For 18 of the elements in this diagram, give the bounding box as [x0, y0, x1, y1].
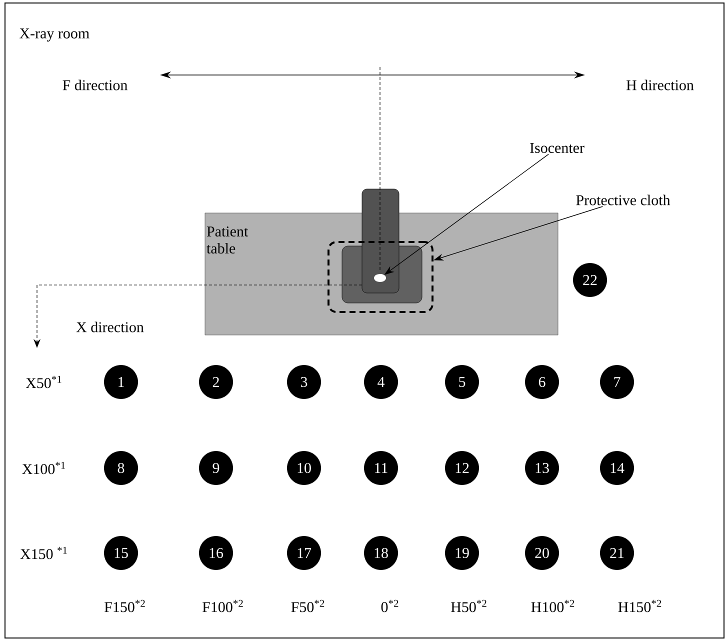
- callout-text: Isocenter: [530, 143, 584, 153]
- callout-text: Protective cloth: [576, 194, 670, 206]
- column-label: F100$^{*2}$: [202, 600, 243, 612]
- column-label: H50$^{*2}$: [451, 600, 486, 612]
- protective-cloth-outline: [328, 241, 434, 313]
- room-label: X-ray room: [20, 28, 90, 42]
- column-label: F50$^{*2}$: [291, 600, 324, 612]
- direction-label: X direction: [76, 322, 144, 332]
- direction-label: F direction: [62, 80, 128, 90]
- row-label: X150 $^{*1}$: [20, 546, 67, 560]
- column-label: H150$^{*2}$: [618, 600, 662, 612]
- column-label: H100$^{*2}$: [531, 600, 574, 612]
- column-label: 0$^{*2}$: [381, 600, 398, 612]
- row-label: X100$^{*1}$: [22, 462, 66, 474]
- direction-label: H direction: [626, 80, 694, 90]
- isocenter-dot: [374, 274, 386, 282]
- column-label: F150$^{*2}$: [104, 600, 145, 612]
- row-label: X50$^{*1}$: [26, 376, 62, 388]
